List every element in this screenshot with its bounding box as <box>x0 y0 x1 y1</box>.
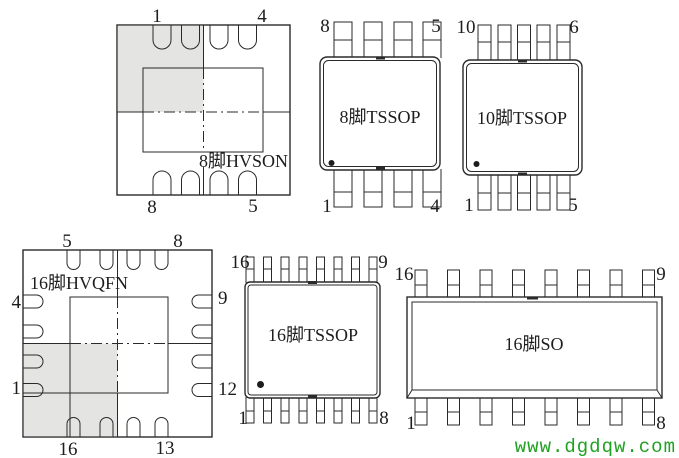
mold-mark <box>376 167 385 170</box>
pin-number: 8 <box>379 408 389 429</box>
pin1-dot <box>328 160 335 166</box>
so16-package: 16 9 1 8 16脚SO <box>395 264 666 434</box>
hvqfn16-package: 5 8 4 1 9 12 16 13 16脚HVQFN <box>12 231 238 458</box>
package-body-inner <box>466 63 579 172</box>
pin-number: 16 <box>59 439 78 458</box>
pin-number: 1 <box>464 195 474 216</box>
package-body <box>406 296 663 399</box>
center-line-solid <box>117 25 290 195</box>
package-label: 10脚TSSOP <box>477 108 567 128</box>
package-body-inner <box>406 301 663 399</box>
pin-number: 13 <box>156 438 175 458</box>
shaded-region <box>23 343 118 437</box>
pin-number: 8 <box>320 16 330 37</box>
pin-number: 6 <box>569 17 579 38</box>
pin-number: 5 <box>248 196 258 217</box>
mold-mark <box>308 394 317 398</box>
pin-number: 9 <box>656 264 666 285</box>
pin-number: 8 <box>656 413 666 434</box>
pin-number: 12 <box>218 379 237 400</box>
pin-number: 5 <box>568 195 578 216</box>
pin-number: 4 <box>257 6 267 27</box>
pin1-dot <box>473 161 480 167</box>
pin-number: 10 <box>457 17 476 38</box>
pin-number: 5 <box>62 231 72 252</box>
package-label: 16脚HVQFN <box>30 273 128 293</box>
mold-mark <box>527 296 538 300</box>
mold-mark <box>518 172 527 176</box>
tssop8-package: 8 5 1 4 8脚TSSOP <box>319 16 442 217</box>
pin-number: 1 <box>12 378 22 399</box>
pin-number: 4 <box>12 292 22 313</box>
tssop16-package: 16 9 1 8 16脚TSSOP <box>231 252 389 429</box>
mold-mark <box>518 59 527 63</box>
pin-number: 1 <box>322 196 332 217</box>
tssop10-package: 10 6 1 5 10脚TSSOP <box>457 17 583 216</box>
pin-number: 8 <box>173 231 183 252</box>
pin1-dot <box>257 381 264 388</box>
pin-number: 5 <box>431 16 441 37</box>
pin-leads <box>414 269 655 426</box>
pin-number: 1 <box>406 413 416 434</box>
pin-leads <box>152 25 257 195</box>
mold-mark <box>308 281 317 284</box>
pin-leads <box>477 24 571 211</box>
pin-number: 9 <box>378 252 388 273</box>
pin-number: 1 <box>152 6 162 27</box>
center-line-solid <box>23 250 212 437</box>
package-body-inner <box>323 60 437 167</box>
pin-number: 8 <box>147 197 157 218</box>
package-label: 8脚TSSOP <box>339 107 420 127</box>
pin-number: 4 <box>430 196 440 217</box>
pin-number: 1 <box>238 408 248 429</box>
exposed-pad <box>69 296 169 394</box>
package-label: 8脚HVSON <box>199 151 288 171</box>
pin-number: 9 <box>218 288 228 309</box>
hvson8-package: 1 4 8 5 8脚HVSON <box>116 6 291 218</box>
shaded-region <box>117 25 204 112</box>
center-line-dashdot <box>143 68 263 150</box>
package-label: 16脚SO <box>504 334 563 354</box>
pin-leads <box>23 250 212 437</box>
center-line-dashdot <box>70 297 168 393</box>
package-label: 16脚TSSOP <box>268 325 358 345</box>
watermark-text: www.dgdqw.com <box>515 436 676 458</box>
pin-lead-bends <box>415 284 655 413</box>
pin-lead-bends <box>478 41 570 194</box>
pin-lead-bends <box>246 268 377 412</box>
pin-lead-bends <box>334 39 441 193</box>
pin-leads <box>333 21 442 208</box>
mold-mark <box>376 56 385 60</box>
pin-number: 16 <box>395 264 414 285</box>
pin-number: 16 <box>231 252 250 273</box>
pin-leads <box>245 256 378 424</box>
exposed-pad <box>142 67 264 153</box>
